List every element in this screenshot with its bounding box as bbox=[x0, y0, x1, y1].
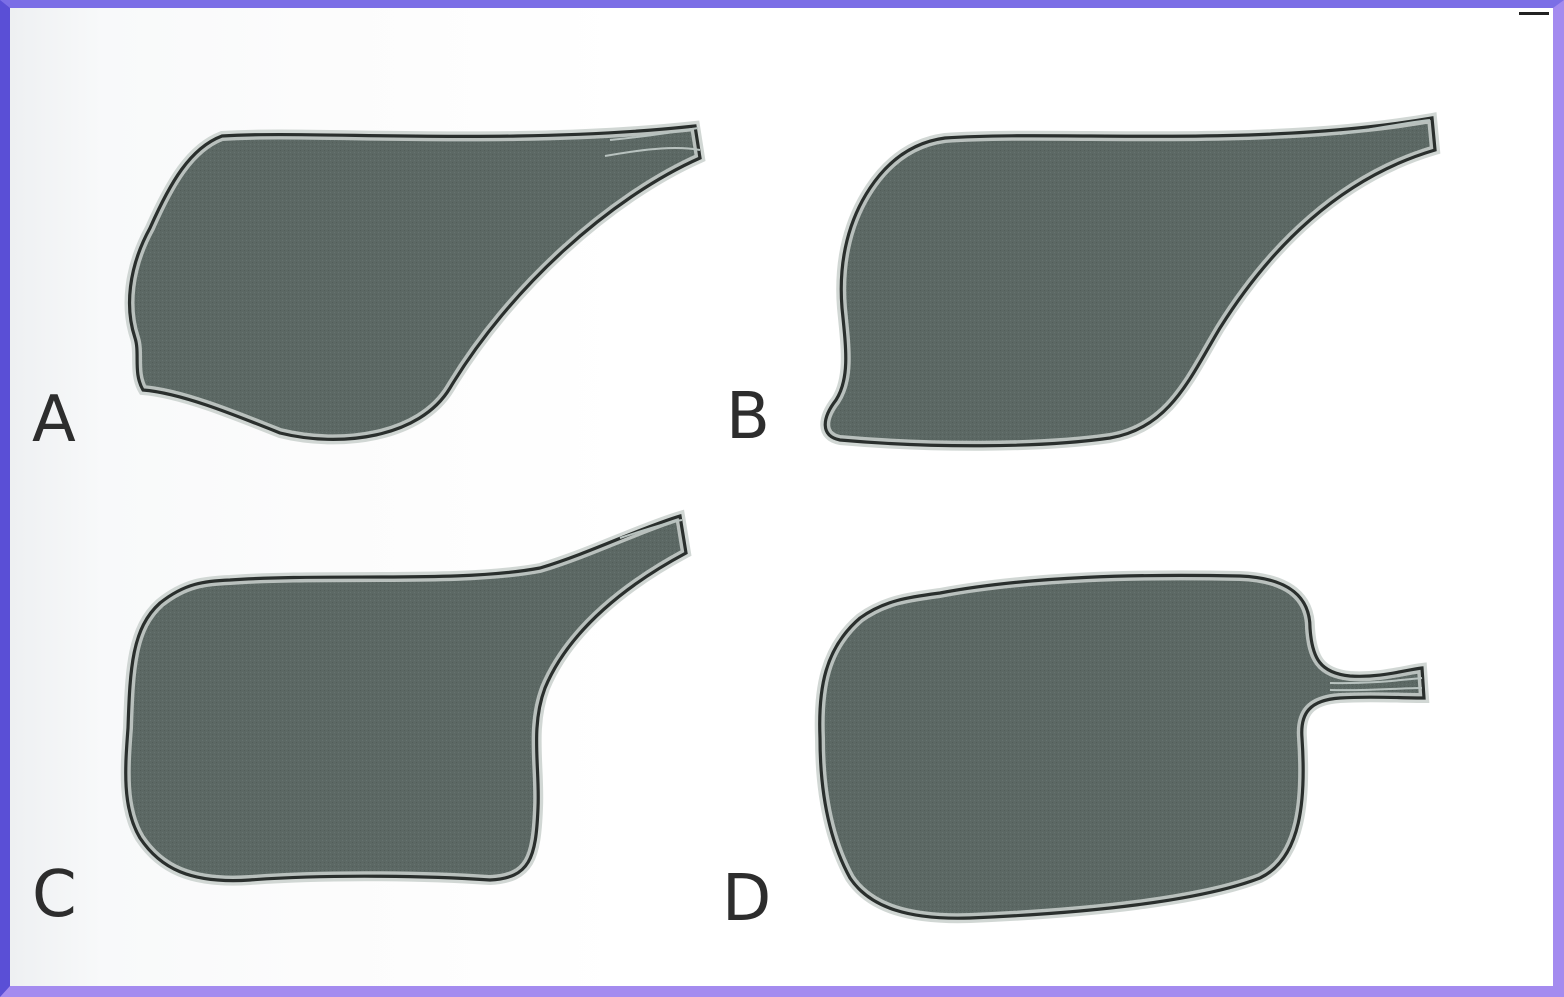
shape-c bbox=[126, 516, 686, 881]
shape-d bbox=[820, 575, 1424, 918]
panel-label-b: B bbox=[726, 380, 770, 454]
corner-dash-mark bbox=[1519, 12, 1549, 15]
panel-label-c: C bbox=[32, 858, 77, 932]
figure-panel: A B C D bbox=[10, 8, 1553, 986]
shape-a bbox=[130, 126, 700, 439]
gallbladder-shapes-figure: A B C D bbox=[10, 8, 1553, 986]
panel-label-a: A bbox=[32, 383, 76, 457]
shape-b bbox=[825, 118, 1435, 446]
panel-label-d: D bbox=[722, 862, 771, 936]
